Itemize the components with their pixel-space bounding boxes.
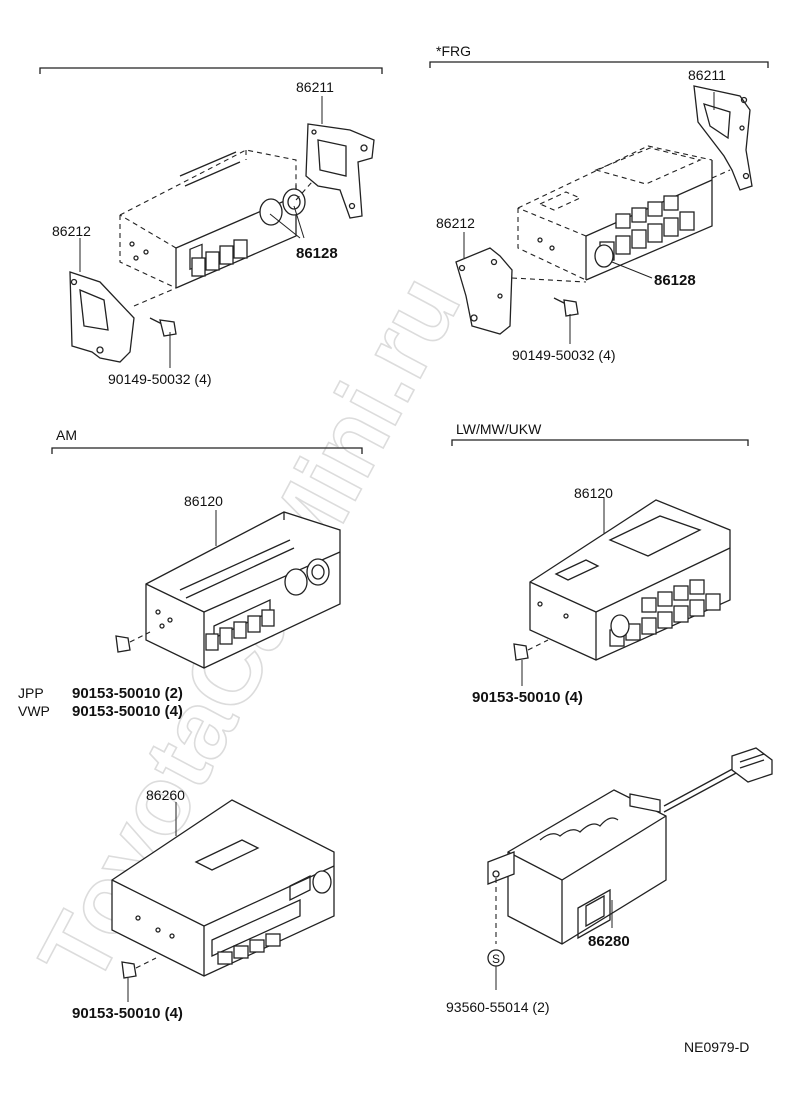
radio-unit-86120-am bbox=[145, 511, 341, 669]
section-label-frg: *FRG bbox=[436, 43, 471, 59]
section-label-am: AM bbox=[56, 427, 77, 443]
screw-top-left bbox=[149, 317, 177, 337]
section-bracket bbox=[39, 67, 383, 74]
label-86128-frg: 86128 bbox=[654, 272, 696, 289]
label-86212-top-left: 86212 bbox=[52, 223, 91, 239]
label-86260: 86260 bbox=[146, 787, 185, 803]
cassette-unit-86260 bbox=[111, 799, 335, 977]
section-bracket bbox=[451, 439, 749, 446]
figure-code: NE0979-D bbox=[684, 1039, 749, 1055]
group-top-left: 86211 86212 86128 90149-50032 (4) bbox=[39, 67, 383, 387]
screw-frg bbox=[553, 297, 579, 317]
radio-unit-86120-top-left bbox=[119, 149, 306, 289]
label-screw-frg: 90149-50032 (4) bbox=[512, 347, 616, 363]
screw-am bbox=[115, 631, 151, 653]
region-vwp: VWP bbox=[18, 703, 50, 719]
section-bracket bbox=[429, 61, 769, 68]
amplifier-unit-86280 bbox=[507, 789, 667, 945]
group-86260: 86260 90153-50010 (4) bbox=[72, 787, 335, 1022]
section-label-lw-mw-ukw: LW/MW/UKW bbox=[456, 421, 542, 437]
region-jpp: JPP bbox=[18, 685, 44, 701]
label-86120-lw: 86120 bbox=[574, 485, 613, 501]
label-86212-frg: 86212 bbox=[436, 215, 475, 231]
s-symbol-text: S bbox=[492, 952, 500, 966]
bracket-86212-top-left bbox=[69, 271, 135, 363]
label-screw-86260: 90153-50010 (4) bbox=[72, 1005, 183, 1022]
label-86211-frg: 86211 bbox=[688, 67, 726, 83]
group-am: AM bbox=[18, 427, 363, 720]
bracket-86211-frg bbox=[693, 85, 753, 191]
mounting-tab-86280 bbox=[487, 851, 515, 885]
s-symbol: S bbox=[487, 949, 505, 967]
label-86128-top-left: 86128 bbox=[296, 245, 338, 262]
wiring-harness bbox=[663, 747, 773, 813]
screw-lw bbox=[513, 639, 549, 661]
bracket-86212-frg bbox=[455, 247, 513, 335]
group-lw-mw-ukw: LW/MW/UKW bbox=[451, 421, 749, 706]
label-screw-86280: 93560-55014 (2) bbox=[446, 999, 550, 1015]
radio-unit-frg bbox=[517, 145, 713, 281]
label-86280: 86280 bbox=[588, 933, 630, 950]
label-vwp-part: 90153-50010 (4) bbox=[72, 703, 183, 720]
label-screw-lw: 90153-50010 (4) bbox=[472, 689, 583, 706]
group-top-right: *FRG bbox=[429, 43, 769, 363]
label-jpp-part: 90153-50010 (2) bbox=[72, 685, 183, 702]
radio-unit-86120-lw bbox=[529, 499, 731, 661]
label-screw-top-left: 90149-50032 (4) bbox=[108, 371, 212, 387]
section-bracket bbox=[51, 447, 363, 454]
screw-86260 bbox=[121, 957, 157, 979]
label-86120-am: 86120 bbox=[184, 493, 223, 509]
bracket-86211-top-left bbox=[305, 123, 375, 219]
label-86211-top-left: 86211 bbox=[296, 79, 334, 95]
group-86280: S 86280 93560-55014 (2) bbox=[446, 747, 773, 1015]
